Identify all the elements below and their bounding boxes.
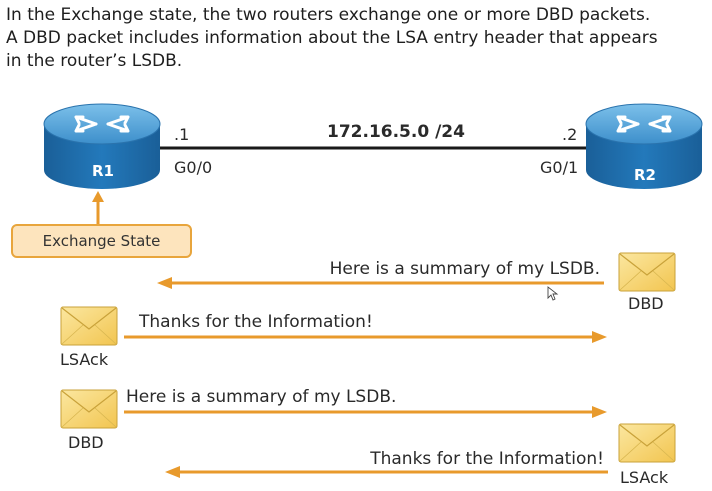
envelope-icon	[60, 306, 118, 346]
message-arrow-2	[124, 331, 607, 343]
message-arrow-4	[165, 466, 608, 478]
router-r2-label: R2	[634, 166, 656, 184]
packet-label-dbd: DBD	[628, 294, 664, 313]
message-text-2: Thanks for the Information!	[139, 312, 373, 332]
envelope-icon	[618, 423, 676, 463]
packet-label-lsack: LSAck	[620, 468, 669, 487]
packet-label-lsack: LSAck	[60, 350, 109, 369]
message-text-3: Here is a summary of my LSDB.	[126, 387, 397, 407]
intro-line-1: In the Exchange state, the two routers e…	[6, 5, 651, 25]
message-arrow-1	[157, 277, 604, 289]
router-r1[interactable]	[43, 103, 161, 189]
r2-host-address: .2	[562, 125, 578, 144]
exchange-state-label: Exchange State	[42, 232, 161, 250]
mouse-cursor-icon	[547, 286, 559, 301]
intro-text: In the Exchange state, the two routers e…	[6, 4, 706, 73]
envelope-icon	[60, 389, 118, 429]
message-text-4: Thanks for the Information!	[370, 449, 604, 469]
r1-host-address: .1	[174, 125, 190, 144]
intro-line-2: A DBD packet includes information about …	[6, 28, 658, 48]
r2-interface: G0/1	[540, 158, 579, 177]
packet-label-dbd: DBD	[68, 433, 104, 452]
network-address: 172.16.5.0 /24	[327, 122, 465, 142]
router-r1-label: R1	[92, 162, 114, 180]
message-text-1: Here is a summary of my LSDB.	[329, 259, 600, 279]
intro-line-3: in the router’s LSDB.	[6, 51, 183, 71]
exchange-state-box: Exchange State	[11, 224, 192, 258]
envelope-icon	[618, 252, 676, 292]
state-pointer-arrow	[92, 191, 104, 224]
r1-interface: G0/0	[174, 158, 213, 177]
message-arrow-3	[124, 406, 607, 418]
router-r2[interactable]	[585, 103, 703, 189]
